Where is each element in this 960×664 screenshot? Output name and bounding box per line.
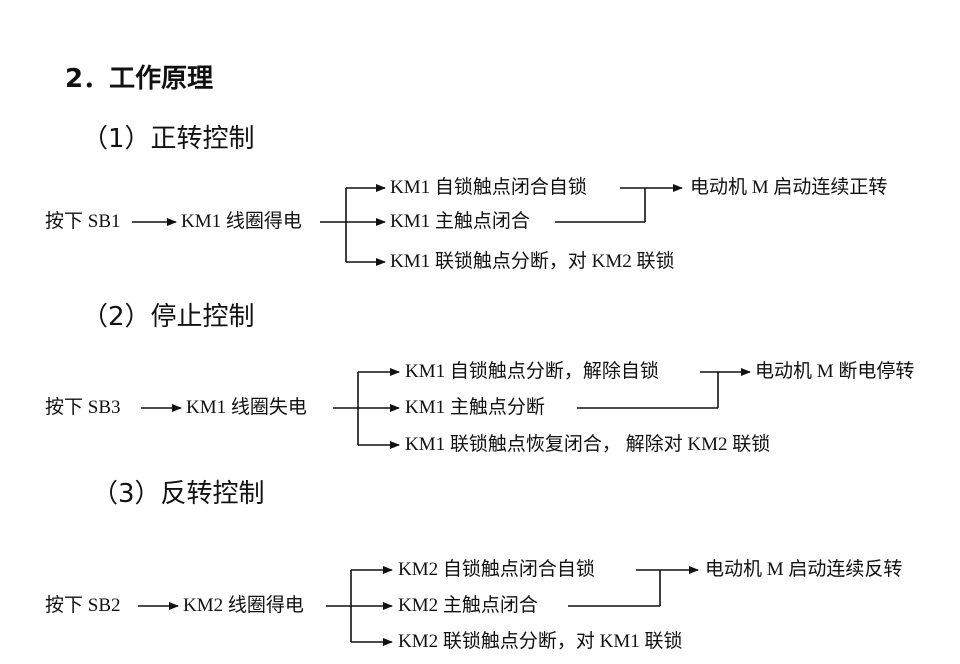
heading-forward-control: （1）正转控制 — [82, 124, 255, 154]
branch-text: KM1 自锁触点分断，解除自锁 — [405, 361, 659, 382]
coil-text: KM2 线圈得电 — [183, 595, 304, 616]
branch-text: KM1 联锁触点分断，对 KM2 联锁 — [390, 251, 675, 272]
branch-text: KM2 自锁触点闭合自锁 — [398, 559, 595, 580]
coil-text: KM1 线圈失电 — [186, 397, 307, 418]
action-text: 按下 SB1 — [45, 211, 121, 232]
branch-text: KM1 自锁触点闭合自锁 — [390, 177, 587, 198]
action-text: 按下 SB2 — [45, 595, 121, 616]
branch-text: KM1 主触点闭合 — [390, 211, 530, 232]
branch-text: KM2 主触点闭合 — [398, 595, 538, 616]
branch-text: KM2 联锁触点分断，对 KM1 联锁 — [398, 631, 683, 652]
result-text: 电动机 M 启动连续反转 — [705, 559, 903, 580]
action-text: 按下 SB3 — [45, 397, 121, 418]
coil-text: KM1 线圈得电 — [181, 211, 302, 232]
branch-text: KM1 主触点分断 — [405, 397, 545, 418]
result-text: 电动机 M 断电停转 — [755, 361, 915, 382]
branch-text: KM1 联锁触点恢复闭合， 解除对 KM2 联锁 — [405, 434, 771, 455]
heading-stop-control: （2）停止控制 — [82, 302, 255, 332]
heading-reverse-control: （3）反转控制 — [92, 479, 265, 509]
section-title: 2．工作原理 — [65, 64, 214, 94]
result-text: 电动机 M 启动连续正转 — [690, 177, 888, 198]
